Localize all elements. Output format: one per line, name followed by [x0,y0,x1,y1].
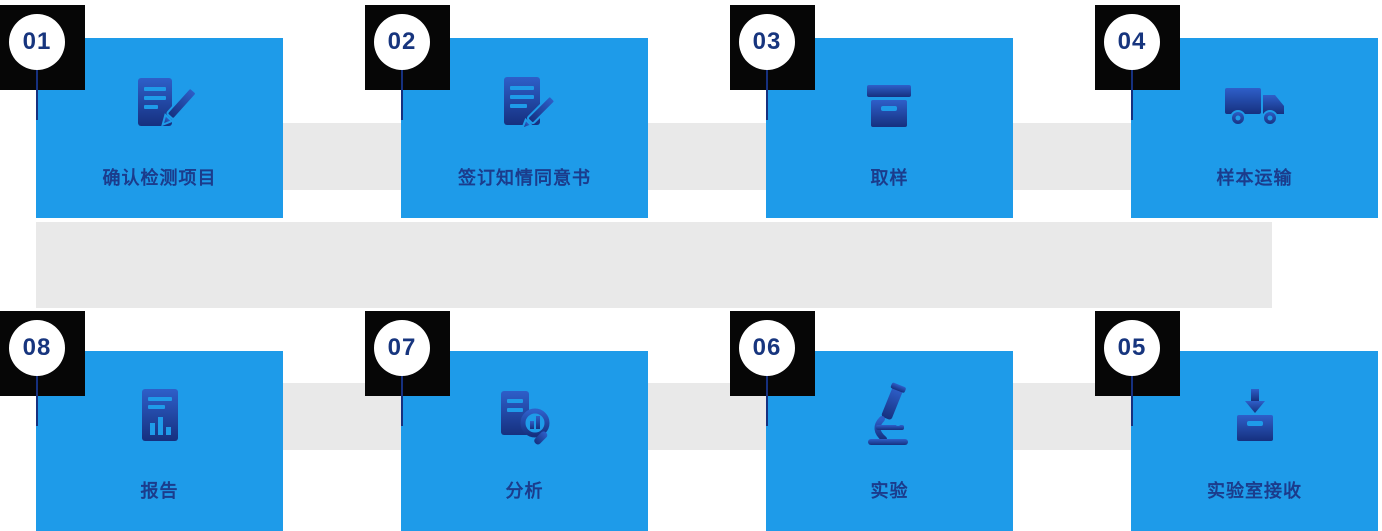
step-number-badge: 04 [1104,14,1160,70]
step-number: 05 [1117,334,1147,361]
receive-package-icon [1131,377,1378,461]
badge-connector-line [766,374,768,426]
step-number-badge: 06 [739,320,795,376]
report-document-icon [36,377,283,461]
step-number: 03 [752,28,782,55]
step-number-badge: 05 [1104,320,1160,376]
step-08: 报告 08 [0,311,283,531]
flow-path-band-middle [36,222,1272,308]
step-card: 样本运输 [1131,38,1378,218]
step-number-badge: 03 [739,14,795,70]
step-03: 取样 03 [730,5,1013,231]
badge-connector-line [766,68,768,120]
badge-connector-line [401,374,403,426]
step-number: 07 [387,334,417,361]
step-number-badge: 07 [374,320,430,376]
step-02: 签订知情同意书 02 [365,5,648,231]
step-number: 01 [22,28,52,55]
flow-path-band-bottom [150,383,1270,450]
step-label: 确认检测项目 [102,168,217,188]
step-label: 实验 [870,481,909,501]
step-07: 分析 07 [365,311,648,531]
badge-connector-line [1131,374,1133,426]
step-label: 取样 [870,168,909,188]
badge-connector-line [36,374,38,426]
transport-truck-icon [1131,64,1378,148]
step-06: 实验 06 [730,311,1013,531]
step-label: 签订知情同意书 [458,168,591,188]
badge-connector-line [401,68,403,120]
step-label: 实验室接收 [1207,481,1302,501]
sample-box-icon [766,64,1013,148]
step-number-badge: 08 [9,320,65,376]
step-number-badge: 01 [9,14,65,70]
step-number: 02 [387,28,417,55]
document-signing-icon [401,64,648,148]
step-number: 06 [752,334,782,361]
step-number: 04 [1117,28,1147,55]
flow-path-band-top [150,123,1270,190]
badge-connector-line [1131,68,1133,120]
step-number-badge: 02 [374,14,430,70]
experiment-microscope-icon [766,377,1013,461]
badge-connector-line [36,68,38,120]
checklist-pen-icon [36,64,283,148]
step-label: 样本运输 [1216,168,1293,188]
step-number: 08 [22,334,52,361]
step-05: 实验室接收 05 [1095,311,1378,531]
step-label: 分析 [505,481,544,501]
step-01: 确认检测项目 01 [0,5,283,231]
step-label: 报告 [140,481,179,501]
step-04: 样本运输 04 [1095,5,1378,231]
analysis-magnifier-icon [401,377,648,461]
